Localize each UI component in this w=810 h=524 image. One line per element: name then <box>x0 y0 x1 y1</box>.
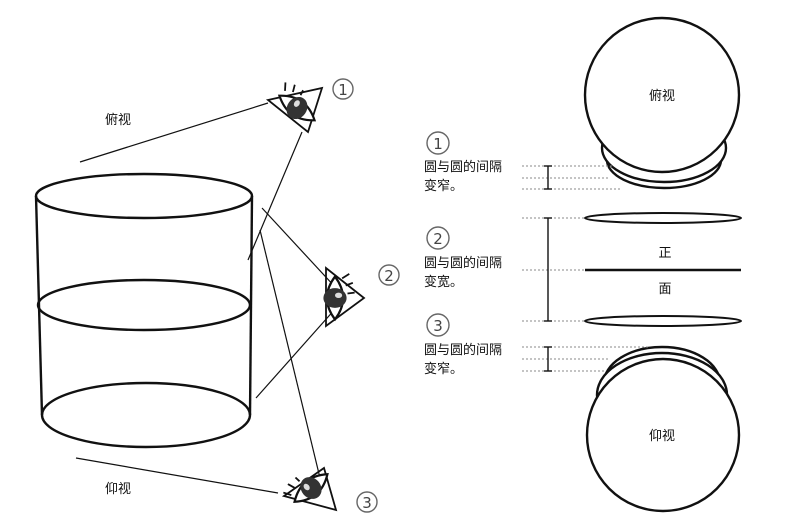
svg-text:圆与圆的间隔: 圆与圆的间隔 <box>424 255 502 271</box>
note-3: 圆与圆的间隔 变窄。 <box>424 342 502 377</box>
svg-text:圆与圆的间隔: 圆与圆的间隔 <box>424 342 502 358</box>
front-discs <box>584 212 742 327</box>
top-disc <box>583 16 741 190</box>
eye-icon <box>321 273 357 322</box>
eye-3 <box>280 458 338 514</box>
bottom-disc <box>585 345 741 513</box>
eye-icon <box>280 458 337 514</box>
svg-text:圆与圆的间隔: 圆与圆的间隔 <box>424 159 502 175</box>
cylinder <box>34 172 254 449</box>
svg-text:变窄。: 变窄。 <box>424 178 463 194</box>
marker-1-left: 1 <box>332 78 354 100</box>
cylinder-middle-ellipse <box>36 278 252 332</box>
svg-text:1: 1 <box>433 135 443 153</box>
svg-text:变窄。: 变窄。 <box>424 361 463 377</box>
svg-text:2: 2 <box>433 230 443 248</box>
svg-text:变宽。: 变宽。 <box>424 274 463 290</box>
note-1: 圆与圆的间隔 变窄。 <box>424 159 502 194</box>
marker-3-left: 3 <box>356 491 378 513</box>
label-bottom-disc: 仰视 <box>649 429 675 444</box>
label-top-view: 俯视 <box>105 112 131 128</box>
svg-text:2: 2 <box>384 267 394 285</box>
marker-2-right: 2 <box>426 226 450 250</box>
label-front-upper: 正 <box>658 246 671 261</box>
svg-text:3: 3 <box>433 317 443 335</box>
marker-2-left: 2 <box>378 264 400 286</box>
marker-3-right: 3 <box>426 313 450 337</box>
eye-1 <box>265 78 327 134</box>
label-bottom-view: 仰视 <box>105 482 131 497</box>
svg-text:3: 3 <box>362 494 372 512</box>
sight-lines <box>75 102 337 494</box>
cylinder-left-edge <box>34 195 44 416</box>
brackets <box>544 165 552 372</box>
cylinder-bottom-ellipse <box>40 381 252 449</box>
label-top-disc: 俯视 <box>649 88 675 104</box>
note-2: 圆与圆的间隔 变宽。 <box>424 255 502 290</box>
guide-lines <box>522 165 650 372</box>
label-front-lower: 面 <box>658 282 671 297</box>
cylinder-right-edge <box>248 195 254 416</box>
svg-text:1: 1 <box>338 81 348 99</box>
marker-1-right: 1 <box>426 131 450 155</box>
cylinder-top-ellipse <box>34 172 254 220</box>
eye-2 <box>321 266 366 328</box>
